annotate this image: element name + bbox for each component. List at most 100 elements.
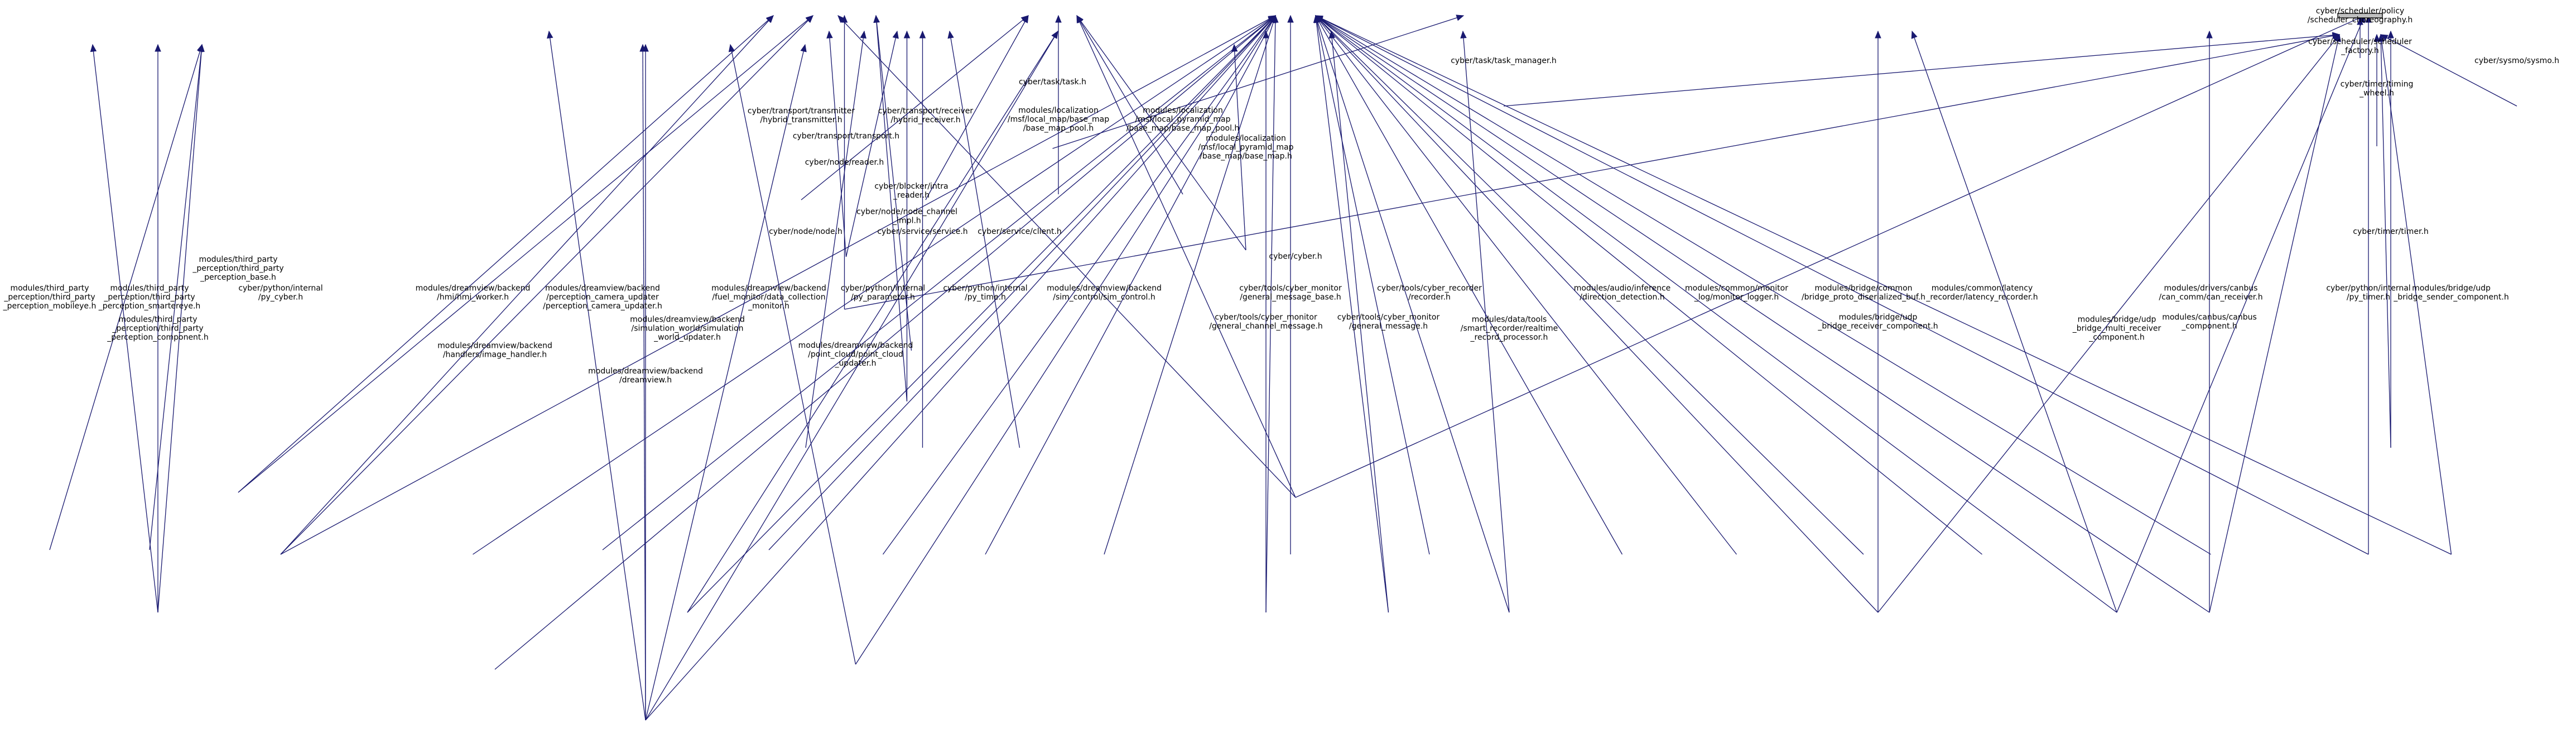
- graph-node[interactable]: modules/dreamview/backend/dreamview.h: [588, 367, 703, 385]
- node-label: _monitor.h: [748, 302, 789, 311]
- graph-node[interactable]: cyber/python/internal/py_time.h: [943, 284, 1027, 302]
- node-label: /handlers/image_handler.h: [443, 351, 547, 360]
- graph-edge: [645, 44, 806, 721]
- node-label: _reader.h: [893, 191, 930, 200]
- node-label: /hmi/hmi_worker.h: [437, 293, 509, 302]
- arrowhead: [1460, 30, 1467, 39]
- graph-node[interactable]: cyber/service/client.h: [978, 227, 1062, 236]
- arrowhead: [2373, 33, 2380, 42]
- graph-node[interactable]: cyber/tools/cyber_monitor/general_messag…: [1337, 313, 1440, 331]
- graph-node[interactable]: cyber/task/task_manager.h: [1451, 56, 1557, 65]
- node-label: cyber/sysmo/sysmo.h: [2474, 56, 2559, 65]
- graph-node[interactable]: modules/dreamview/backend/sim_control/si…: [1047, 284, 1162, 302]
- graph-edge: [1315, 15, 1430, 555]
- graph-node[interactable]: modules/common/latency_recorder/latency_…: [1925, 284, 2038, 302]
- arrowhead: [800, 44, 807, 52]
- arrowhead: [1076, 15, 1083, 23]
- node-label: modules/dreamview/backend: [711, 284, 826, 293]
- arrowhead: [860, 30, 866, 39]
- graph-edge: [875, 15, 912, 351]
- graph-node[interactable]: modules/third_party_perception/third_par…: [3, 284, 97, 311]
- graph-node[interactable]: cyber/transport/transmitter/hybrid_trans…: [748, 107, 855, 124]
- graph-node[interactable]: cyber/python/internal/py_timer.h: [2326, 284, 2410, 302]
- graph-node[interactable]: cyber/sysmo/sysmo.h: [2474, 56, 2559, 65]
- graph-node[interactable]: cyber/node/node.h: [769, 227, 842, 236]
- graph-node[interactable]: cyber/node/reader.h: [805, 158, 884, 167]
- graph-edge: [1076, 15, 1183, 195]
- node-label: cyber/scheduler/scheduler: [2308, 37, 2412, 46]
- graph-node[interactable]: cyber/service/service.h: [877, 227, 967, 236]
- graph-node[interactable]: modules/data/tools/smart_recorder/realti…: [1461, 315, 1558, 342]
- graph-node[interactable]: cyber/python/internal/py_parameter.h: [841, 284, 925, 302]
- node-label: cyber/python/internal: [238, 284, 322, 293]
- graph-node[interactable]: modules/bridge/udp_bridge_multi_receiver…: [2072, 315, 2161, 342]
- node-label: cyber/task/task.h: [1019, 78, 1086, 87]
- graph-node[interactable]: modules/third_party_perception/third_par…: [98, 284, 201, 311]
- graph-node[interactable]: modules/localization/msf/local_pyramid_m…: [1198, 134, 1294, 161]
- graph-node[interactable]: modules/drivers/canbus/can_comm/can_rece…: [2159, 284, 2262, 302]
- arrowhead: [1911, 30, 1918, 39]
- node-label: modules/dreamview/backend: [437, 342, 552, 351]
- graph-edge: [875, 15, 908, 402]
- graph-node[interactable]: modules/dreamview/backend/fuel_monitor/d…: [711, 284, 826, 311]
- graph-node[interactable]: modules/third_party_perception/third_par…: [107, 315, 209, 342]
- node-label: cyber/python/internal: [943, 284, 1027, 293]
- graph-node[interactable]: cyber/scheduler/scheduler_factory.h: [2308, 37, 2412, 55]
- graph-node[interactable]: cyber/tools/cyber_monitor/general_channe…: [1209, 313, 1323, 331]
- node-label: cyber/blocker/intra: [874, 182, 948, 191]
- graph-node[interactable]: cyber/transport/transport.h: [793, 132, 899, 141]
- node-label: cyber/cyber.h: [1269, 252, 1322, 261]
- graph-edge: [925, 15, 1029, 200]
- graph-node[interactable]: cyber/tools/cyber_recorder/recorder.h: [1377, 284, 1482, 302]
- graph-node[interactable]: cyber/node/node_channel_impl.h: [856, 208, 957, 226]
- arrowhead: [547, 30, 553, 39]
- graph-node[interactable]: modules/bridge/udp_bridge_receiver_compo…: [1817, 313, 1938, 331]
- node-label: modules/data/tools: [1472, 315, 1547, 324]
- node-label: modules/dreamview/backend: [630, 315, 745, 324]
- graph-node[interactable]: modules/dreamview/backend/hmi/hmi_worker…: [416, 284, 531, 302]
- graph-node[interactable]: cyber/blocker/intra_reader.h: [874, 182, 948, 200]
- graph-node[interactable]: modules/dreamview/backend/perception_cam…: [543, 284, 662, 311]
- graph-node[interactable]: modules/third_party_perception/third_par…: [192, 255, 283, 282]
- graph-node[interactable]: modules/dreamview/backend/handlers/image…: [437, 342, 552, 360]
- node-label: modules/third_party: [199, 255, 277, 264]
- node-label: /can_comm/can_receiver.h: [2159, 293, 2262, 302]
- graph-node[interactable]: modules/common/monitor_log/monitor_logge…: [1685, 284, 1788, 302]
- node-label: modules/dreamview/backend: [545, 284, 660, 293]
- graph-edge: [280, 15, 1276, 555]
- graph-node[interactable]: cyber/tools/cyber_monitor/general_messag…: [1239, 284, 1342, 302]
- graph-node[interactable]: modules/bridge/common/bridge_proto_diser…: [1802, 284, 1925, 302]
- graph-node[interactable]: modules/dreamview/backend/simulation_wor…: [630, 315, 745, 342]
- graph-edge: [687, 31, 1058, 613]
- graph-edge: [687, 15, 1276, 613]
- graph-node[interactable]: cyber/transport/receiver/hybrid_receiver…: [878, 107, 974, 124]
- graph-node[interactable]: cyber/cyber.h: [1269, 252, 1322, 261]
- graph-edge: [2380, 34, 2452, 555]
- node-label: cyber/tools/cyber_monitor: [1239, 284, 1342, 293]
- graph-node[interactable]: modules/localization/msf/local_pyramid_m…: [1126, 106, 1240, 133]
- graph-node[interactable]: cyber/task/task.h: [1019, 78, 1086, 87]
- node-label: /py_cyber.h: [258, 293, 303, 302]
- graph-edge: [1315, 15, 1737, 555]
- graph-node[interactable]: cyber/scheduler/policy/scheduler_choreog…: [2308, 7, 2413, 25]
- graph-node[interactable]: modules/localization/msf/local_map/base_…: [1008, 106, 1109, 133]
- node-label: modules/bridge/udp: [2412, 284, 2491, 293]
- arrowhead: [2378, 33, 2385, 42]
- graph-edge: [1315, 15, 2117, 613]
- graph-node[interactable]: cyber/timer/timing_wheel.h: [2341, 80, 2414, 98]
- graph-node[interactable]: modules/audio/inference/direction_detect…: [1574, 284, 1671, 302]
- graph-node[interactable]: cyber/timer/timer.h: [2353, 227, 2428, 236]
- node-label: _perception/third_party: [3, 293, 95, 302]
- node-label: _bridge_sender_component.h: [2393, 293, 2508, 302]
- arrowhead: [806, 15, 813, 23]
- arrowhead: [1051, 30, 1058, 39]
- node-label: _recorder/latency_recorder.h: [1925, 293, 2038, 302]
- graph-node[interactable]: modules/dreamview/backend/point_cloud/po…: [798, 341, 913, 368]
- graph-node[interactable]: modules/bridge/udp_bridge_sender_compone…: [2393, 284, 2508, 302]
- graph-node[interactable]: modules/canbus/canbus_component.h: [2162, 313, 2257, 331]
- graph-node[interactable]: cyber/python/internal/py_cyber.h: [238, 284, 322, 302]
- arrowhead: [1263, 30, 1269, 39]
- node-label: _bridge_multi_receiver: [2072, 324, 2161, 333]
- arrowhead: [873, 15, 880, 23]
- node-label: /general_channel_message.h: [1209, 322, 1323, 331]
